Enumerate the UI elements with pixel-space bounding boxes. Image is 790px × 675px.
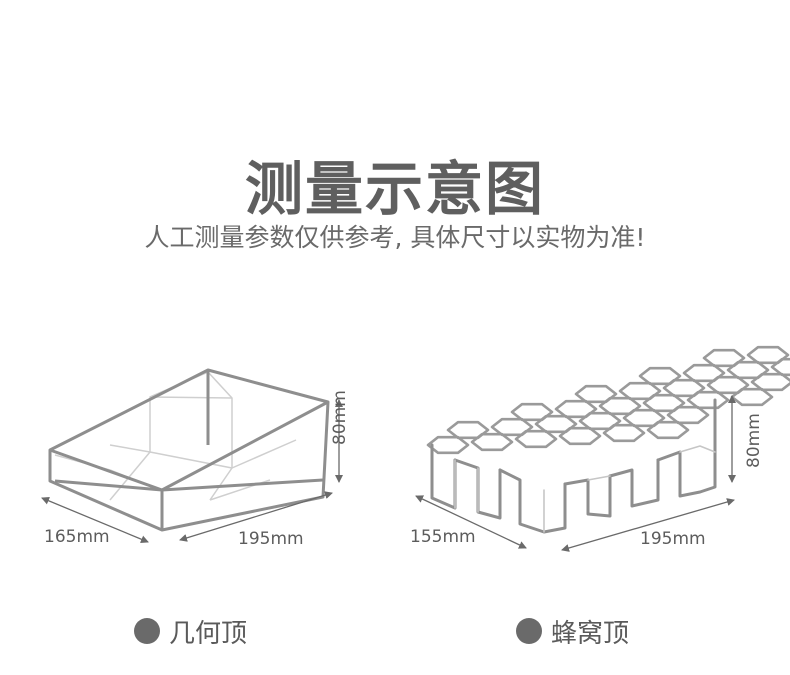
geometric-top-box <box>48 368 330 532</box>
bullet-dot <box>134 618 160 644</box>
honeycomb-cell <box>746 345 790 365</box>
width-label: 155mm <box>410 527 476 547</box>
height-label: 80mm <box>744 413 764 468</box>
honeycomb-cell <box>702 348 746 368</box>
honeycomb-cell <box>426 435 470 455</box>
page-subtitle: 人工测量参数仅供参考, 具体尺寸以实物为准! <box>144 223 646 252</box>
width-arrow <box>415 495 527 549</box>
bullet-dot <box>516 618 542 644</box>
height-label: 80mm <box>330 390 350 445</box>
honeycomb-cell <box>490 417 534 437</box>
width-arrow <box>41 496 149 544</box>
honeycomb-cell <box>770 357 790 377</box>
caption-geometric-top: 几何顶 <box>134 614 248 649</box>
caption-honeycomb-top: 蜂窝顶 <box>516 614 630 649</box>
honeycomb-cell <box>446 420 490 440</box>
honeycomb-cell <box>638 366 682 386</box>
length-label: 195mm <box>640 529 706 549</box>
length-label: 195mm <box>238 529 304 549</box>
honeycomb-cell <box>618 381 662 401</box>
caption-text: 几何顶 <box>169 618 248 649</box>
page-title: 测量示意图 <box>244 155 545 223</box>
honeycomb-top-box <box>426 345 790 534</box>
width-label: 165mm <box>44 527 110 547</box>
caption-text: 蜂窝顶 <box>551 618 630 649</box>
honeycomb-cell <box>510 402 554 422</box>
honeycomb-cell <box>554 399 598 419</box>
length-arrow <box>179 491 333 542</box>
honeycomb-cell <box>682 363 726 383</box>
length-arrow <box>561 498 735 552</box>
honeycomb-cell <box>574 384 618 404</box>
